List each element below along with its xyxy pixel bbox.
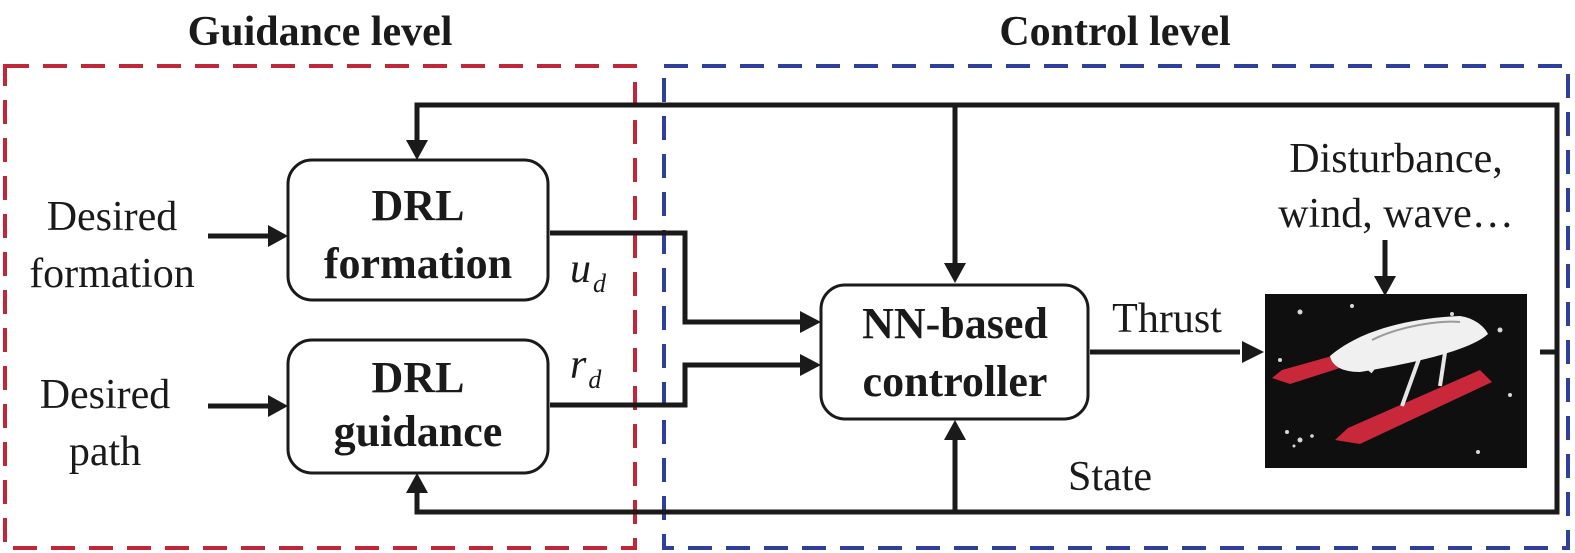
guidance-level-region bbox=[3, 64, 637, 550]
drl-formation-label-line2: formation bbox=[324, 239, 512, 288]
rd-signal-label: rd bbox=[570, 342, 602, 394]
rd-wire bbox=[550, 362, 800, 408]
guidance-level-title: Guidance level bbox=[188, 9, 453, 55]
drl-guidance-block bbox=[286, 338, 550, 475]
arrowhead-input-path bbox=[268, 395, 288, 417]
drl-guidance-label-line2: guidance bbox=[334, 407, 503, 456]
feedback-bottom-line bbox=[414, 352, 1560, 515]
desired-path-label-line1: Desired bbox=[40, 372, 171, 418]
arrowhead-ud bbox=[800, 311, 821, 333]
arrowhead-disturbance bbox=[1374, 276, 1396, 296]
disturbance-label-line1: Disturbance, bbox=[1289, 136, 1502, 182]
desired-formation-label-line2: formation bbox=[29, 251, 195, 297]
thrust-label: Thrust bbox=[1112, 296, 1222, 342]
disturbance-label-line2: wind, wave… bbox=[1278, 191, 1514, 237]
ud-signal-label: ud bbox=[570, 246, 607, 298]
nn-controller-label-line2: controller bbox=[863, 357, 1048, 406]
arrowhead-state-controller bbox=[944, 420, 966, 440]
arrowhead-input-formation bbox=[268, 225, 288, 247]
desired-formation-label-line1: Desired bbox=[47, 194, 178, 240]
drl-formation-block bbox=[286, 158, 550, 302]
ud-wire bbox=[550, 230, 800, 325]
nn-controller-block bbox=[819, 283, 1090, 421]
arrowhead-rd bbox=[800, 354, 821, 376]
drl-formation-label-line1: DRL bbox=[372, 181, 465, 230]
nn-controller-label-line1: NN-based bbox=[862, 299, 1048, 348]
arrowhead-feedback-formation bbox=[406, 140, 428, 160]
arrowhead-feedback-controller-top bbox=[944, 263, 966, 283]
vessel-photo bbox=[1265, 294, 1527, 468]
desired-path-label-line2: path bbox=[69, 429, 141, 475]
control-level-region bbox=[662, 64, 1570, 550]
state-label: State bbox=[1068, 454, 1152, 500]
arrowhead-thrust bbox=[1242, 341, 1264, 363]
control-level-title: Control level bbox=[999, 9, 1230, 55]
drl-guidance-label-line1: DRL bbox=[372, 353, 465, 402]
arrowhead-state-guidance bbox=[406, 473, 428, 493]
feedback-top-line bbox=[414, 102, 1560, 355]
